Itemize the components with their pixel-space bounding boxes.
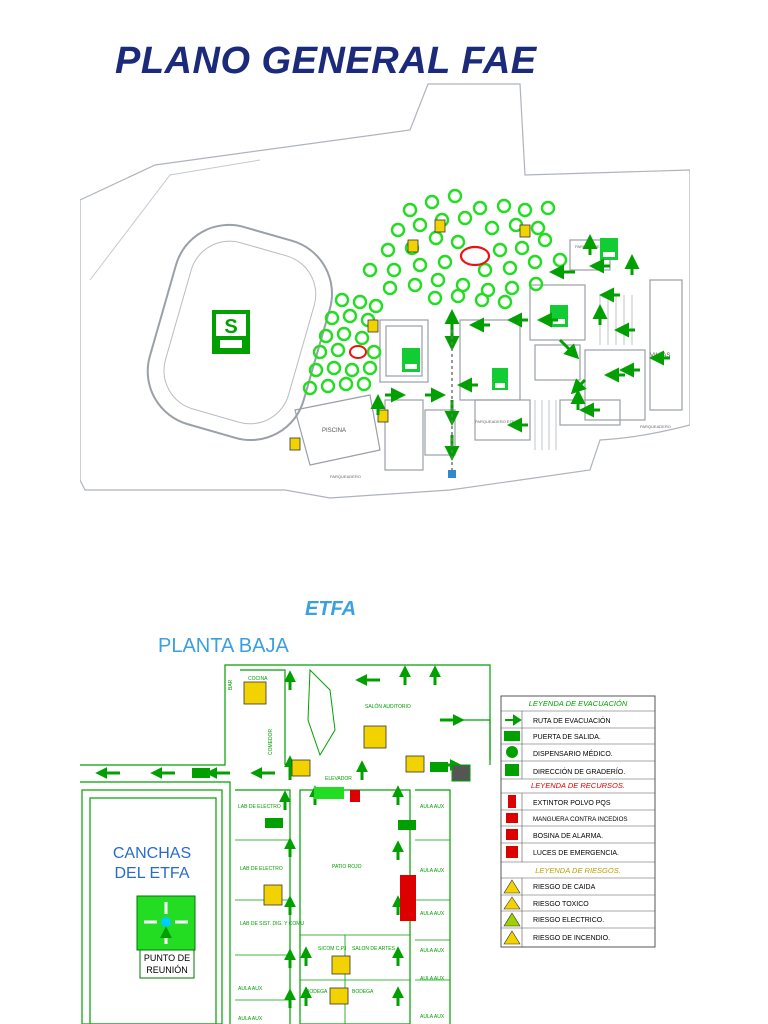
assembly-point-line1: PUNTO DE bbox=[144, 953, 190, 963]
risk-signs bbox=[243, 681, 425, 1005]
legend-riesgos-item-4: RIESGO DE INCENDIO. bbox=[533, 935, 610, 942]
legend-evac-title: LEYENDA DE EVACUACIÓN bbox=[529, 699, 628, 708]
piscina-label: PISCINA bbox=[322, 428, 346, 434]
bodega-2-label: BODEGA bbox=[352, 989, 374, 995]
safe-zone-letter: S bbox=[224, 316, 237, 338]
legend-recursos-item-1: EXTINTOR POLVO PQS bbox=[533, 800, 611, 807]
campus-map: S PISCINA VILLAS PARQUEADERO PARQUEADERO… bbox=[80, 83, 690, 499]
meeting-point-left bbox=[349, 345, 367, 359]
canchas-label-line1: CANCHAS bbox=[113, 845, 191, 862]
legend-riesgos-item-3: RIESGO ELECTRICO. bbox=[533, 917, 604, 924]
page-title: PLANO GENERAL FAE bbox=[115, 40, 537, 82]
parking-label-4: PARQUEADERO bbox=[640, 424, 671, 429]
aula-aux-label-5: AULA AUX bbox=[420, 976, 445, 982]
lab-sist-label: LAB DE SIST. DIG. Y COMU bbox=[240, 921, 304, 927]
aula-aux-label-2: AULA AUX bbox=[420, 868, 445, 874]
legend-evac-item-3: DISPENSARIO MÉDICO. bbox=[533, 749, 613, 758]
section-title: ETFA bbox=[305, 598, 357, 620]
athletic-track bbox=[146, 223, 333, 442]
safe-zone-sign: S bbox=[212, 310, 250, 354]
legend-evac-item-4: DIRECCIÓN DE GRADERÍO. bbox=[533, 767, 625, 776]
legend-evac-item-1: RUTA DE EVACUACIÓN bbox=[533, 716, 611, 725]
canchas-label-line2: DEL ETFA bbox=[115, 865, 190, 882]
room-dividers bbox=[235, 839, 450, 1024]
lab-electro-2-label: LAB DE ELECTRO bbox=[240, 866, 283, 872]
tree-grove-upper bbox=[362, 188, 568, 310]
parking-label-1: PARQUEADERO bbox=[330, 474, 361, 479]
aula-aux-label-4: AULA AUX bbox=[420, 948, 445, 954]
assembly-point: PUNTO DE REUNIÓN bbox=[136, 895, 196, 979]
aula-aux-label-7: AULA AUX bbox=[238, 986, 263, 992]
elevador-label: ELEVADOR bbox=[325, 776, 352, 782]
hazard-signs bbox=[289, 219, 531, 451]
patio-rojo-label: PATIO ROJO bbox=[332, 864, 362, 870]
legend-evac-item-2: PUERTA DE SALIDA. bbox=[533, 734, 601, 741]
aula-aux-label-8: AULA AUX bbox=[238, 1016, 263, 1022]
salon-artes-label: SALON DE ARTES bbox=[352, 946, 396, 952]
lab-electro-1-label: LAB DE ELECTRO bbox=[238, 804, 281, 810]
legend-riesgos-title: LEYENDA DE RIESGOS. bbox=[535, 866, 621, 875]
bar-label: BAR bbox=[228, 679, 234, 690]
meeting-point-upper bbox=[459, 245, 491, 267]
bodega-1-label: BODEGA bbox=[306, 989, 328, 995]
section-subtitle: PLANTA BAJA bbox=[158, 635, 289, 657]
exit-door-signs bbox=[192, 762, 448, 830]
legend-riesgos-item-2: RIESGO TOXICO bbox=[533, 901, 589, 908]
auditorio-label: SALÓN AUDITORIO bbox=[365, 703, 411, 710]
cocina-label: COCINA bbox=[248, 676, 268, 682]
legend-recursos-item-4: LUCES DE EMERGENCIA. bbox=[533, 850, 619, 857]
stairs-outline bbox=[307, 668, 336, 757]
aula-aux-label-3: AULA AUX bbox=[420, 911, 445, 917]
legend-recursos-item-3: BOSINA DE ALARMA. bbox=[533, 833, 603, 840]
tree-grove-left bbox=[302, 292, 384, 396]
exit-marker bbox=[448, 470, 456, 478]
legend: LEYENDA DE EVACUACIÓN RUTA DE EVACUACIÓN… bbox=[500, 695, 656, 948]
resource-markers bbox=[314, 764, 471, 921]
sicom-label: SICOM C.P.I bbox=[318, 946, 346, 952]
legend-riesgos-item-1: RIESGO DE CAIDA bbox=[533, 884, 596, 891]
legend-recursos-title: LEYENDA DE RECURSOS. bbox=[531, 781, 625, 790]
floor-plan: COCINA BAR COMEDOR SALÓN AUDITORIO ELEVA… bbox=[80, 664, 491, 1024]
comedor-label: COMEDOR bbox=[268, 729, 274, 756]
aula-aux-label-1: AULA AUX bbox=[420, 804, 445, 810]
aula-aux-label-6: AULA AUX bbox=[420, 1014, 445, 1020]
parking-label-2: PARQUEADERO ETFA bbox=[475, 419, 517, 424]
assembly-point-line2: REUNIÓN bbox=[146, 965, 188, 975]
legend-recursos-item-2: MANGUERA CONTRA INCEDIOS bbox=[533, 816, 628, 823]
